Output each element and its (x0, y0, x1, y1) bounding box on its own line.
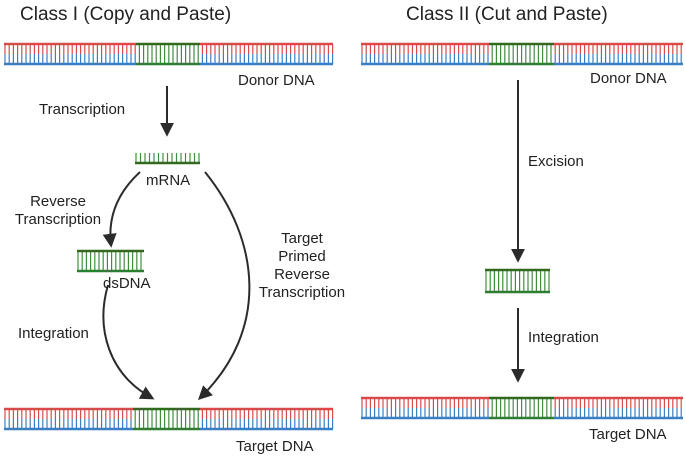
target-primed-line-1: Target (281, 230, 323, 247)
dsdna-strand (77, 249, 144, 273)
target-primed-line-3: Reverse (274, 266, 330, 283)
integration-label-right: Integration (528, 329, 599, 346)
donor-dna-left (4, 42, 334, 66)
reverse-transcription-line-2: Transcription (14, 211, 102, 228)
excised-transposon (485, 268, 550, 294)
donor-dna-right (361, 42, 683, 66)
target-primed-label: Target Primed Reverse Transcription (246, 230, 358, 302)
mrna-strand (135, 153, 200, 165)
transcription-label: Transcription (39, 101, 126, 118)
target-dna-left (4, 407, 334, 431)
dsdna-label: dsDNA (103, 275, 151, 292)
arrows (102, 80, 525, 400)
donor-dna-label-right: Donor DNA (590, 70, 667, 87)
target-primed-line-4: Transcription (258, 284, 346, 301)
excision-label: Excision (528, 153, 584, 170)
reverse-transcription-line-1: Reverse (30, 193, 86, 210)
reverse-transcription-label: Reverse Transcription (4, 193, 112, 229)
class1-title: Class I (Copy and Paste) (20, 4, 232, 25)
mrna-label: mRNA (146, 172, 191, 189)
integration-label-left: Integration (18, 325, 89, 342)
target-dna-label-left: Target DNA (236, 438, 314, 455)
target-primed-line-2: Primed (278, 248, 326, 265)
target-primed-arrow (197, 171, 251, 400)
reverse-transcription-arrow (102, 171, 141, 248)
donor-dna-label-left: Donor DNA (238, 72, 315, 89)
integration-arrow-left (102, 284, 155, 400)
target-dna-right (361, 396, 683, 420)
target-dna-label-right: Target DNA (589, 426, 667, 443)
class2-title: Class II (Cut and Paste) (406, 4, 608, 25)
